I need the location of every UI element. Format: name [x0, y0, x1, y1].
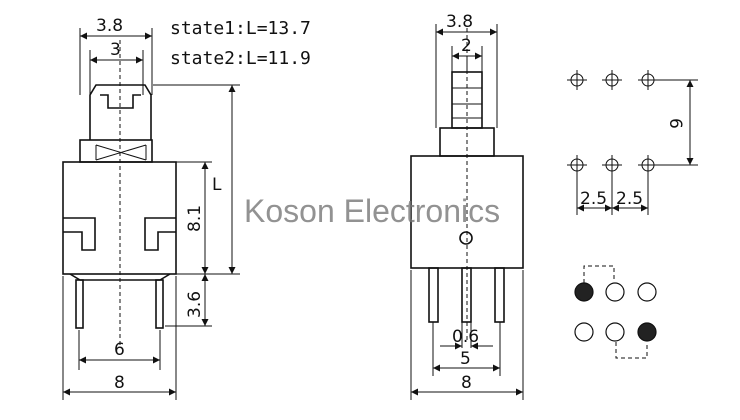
front-dim-pin-spacing: 6	[114, 340, 125, 360]
front-dim-pin-length: 3.6	[185, 291, 205, 318]
side-pin-right	[494, 267, 505, 323]
front-right-latch	[144, 217, 176, 251]
front-dim-width: 8	[114, 373, 125, 393]
watermark-text: Koson Electronics	[244, 193, 500, 229]
side-pin-left	[428, 267, 439, 323]
front-left-pin	[75, 279, 84, 329]
front-plunger-notch	[100, 94, 141, 109]
footprint-hole	[567, 155, 587, 175]
footprint-hole	[567, 70, 587, 90]
front-left-latch	[63, 217, 96, 251]
footprint-hole	[602, 70, 622, 90]
schematic-contact-open	[605, 322, 625, 342]
front-dim-top-inner: 3	[110, 40, 121, 60]
footprint-dim-row-spacing: 6	[665, 118, 685, 129]
side-view: 3.8 2 0.6 5 8	[410, 12, 524, 400]
side-dim-width: 8	[461, 373, 472, 393]
schematic-contact-open	[605, 282, 625, 302]
side-dim-pin-spacing: 5	[460, 349, 471, 369]
footprint-view: 6 2.5 2.5	[567, 70, 698, 215]
footprint-dim-pitch-2: 2.5	[616, 189, 643, 209]
footprint-hole	[638, 155, 658, 175]
side-dim-top-inner: 2	[461, 36, 472, 56]
side-body-hole	[459, 231, 473, 245]
front-right-pin	[155, 279, 164, 329]
schematic-contact-closed	[574, 282, 594, 302]
side-dim-pin-width: 0.6	[452, 327, 479, 347]
footprint-hole	[602, 155, 622, 175]
side-dim-top-outer: 3.8	[446, 12, 473, 32]
schematic-contact-open	[637, 282, 657, 302]
footprint-dim-pitch-1: 2.5	[580, 189, 607, 209]
front-dim-L: L	[212, 175, 222, 195]
schematic-contact-open	[574, 322, 594, 342]
state2-text: state2:L=11.9	[170, 48, 311, 69]
front-dim-body-height: 8.1	[185, 205, 205, 232]
front-neck-x	[95, 144, 147, 161]
state1-text: state1:L=13.7	[170, 18, 311, 39]
front-view: 3.8 3 L 8.1 3.6 6 8	[62, 16, 240, 400]
schematic-contact-closed	[637, 322, 657, 342]
footprint-hole	[638, 70, 658, 90]
schematic-link-bottom	[615, 342, 648, 359]
schematic-link-top	[583, 265, 615, 290]
contact-schematic	[574, 265, 657, 359]
front-dim-top-outer: 3.8	[96, 16, 123, 36]
